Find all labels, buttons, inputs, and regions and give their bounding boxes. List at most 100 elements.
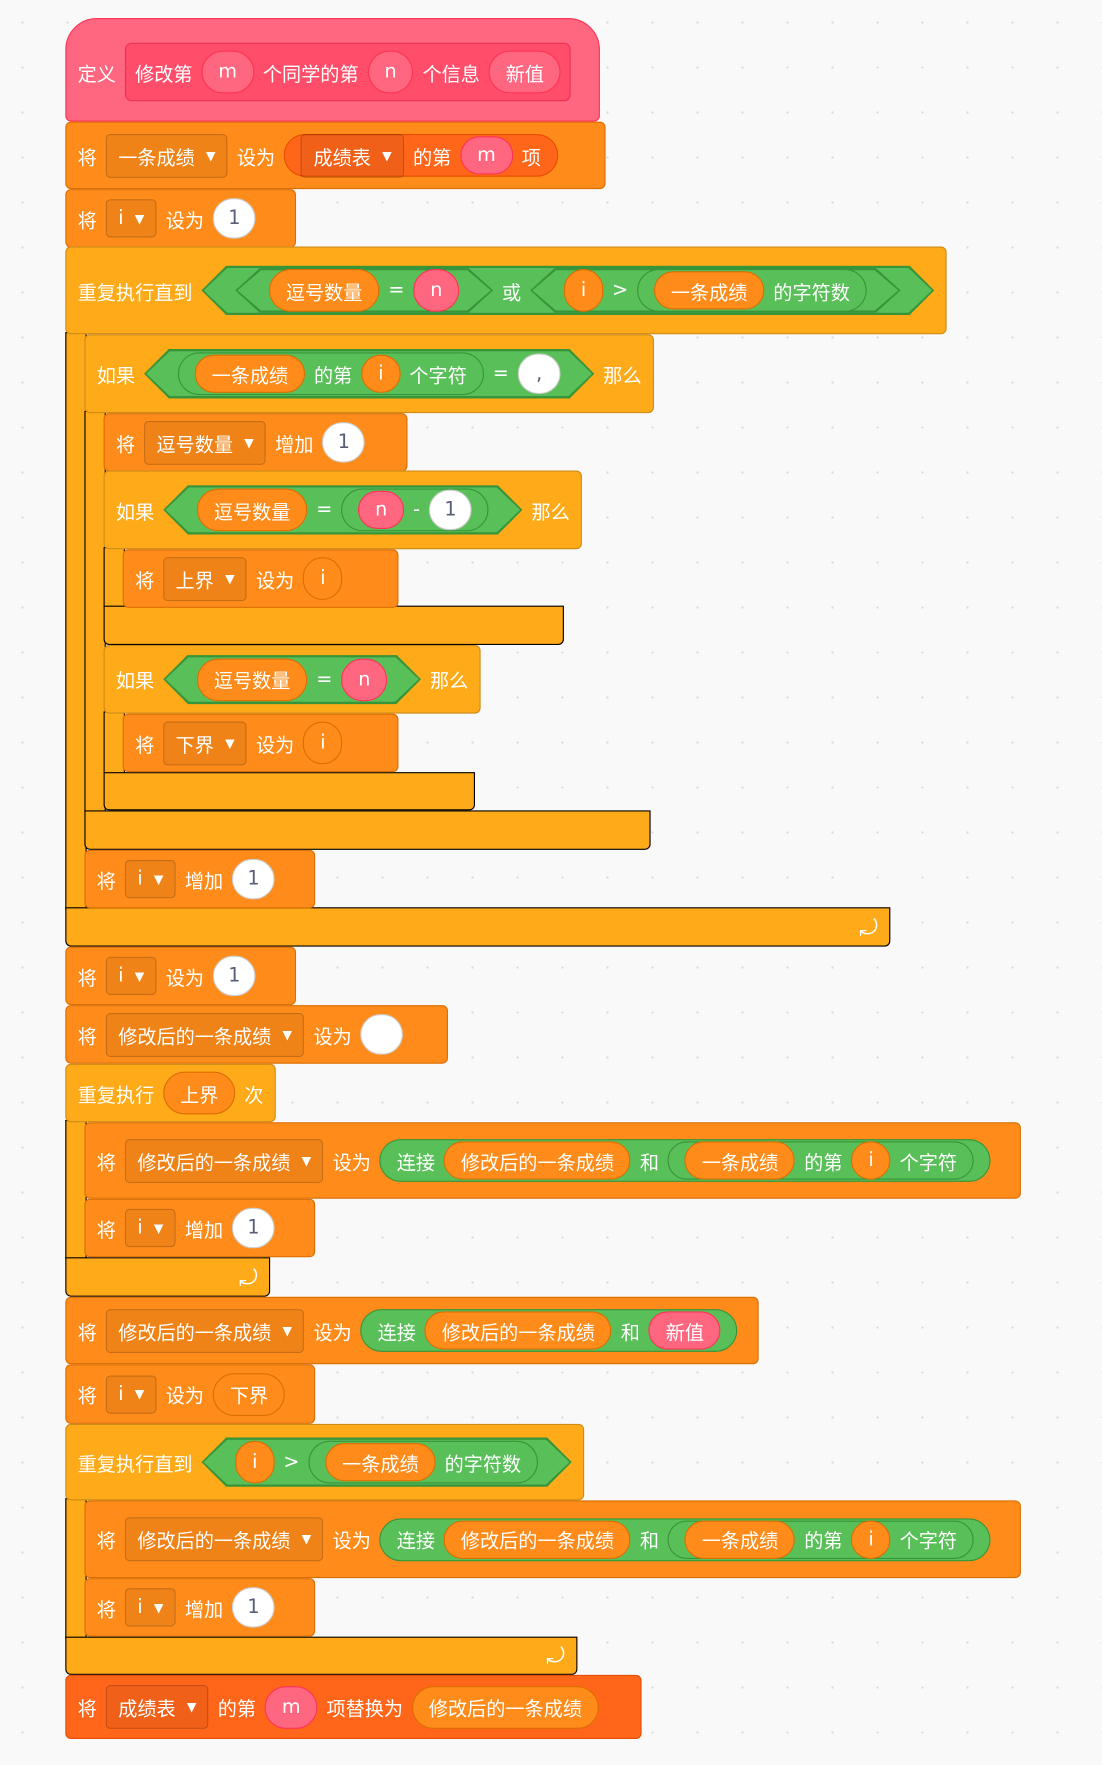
variable-dropdown[interactable]: i▼ [105, 1374, 157, 1414]
repeat-block[interactable]: 重复执行上界次 [65, 1063, 276, 1123]
boolean-operator[interactable]: i>一条成绩的字符数 [530, 268, 900, 313]
text-input[interactable]: 1 [212, 955, 256, 997]
variable-reporter[interactable]: 上界 [163, 1071, 236, 1115]
text-input[interactable]: 1 [429, 490, 472, 531]
text-input[interactable]: 1 [232, 1587, 275, 1628]
variable-reporter[interactable]: i [235, 1441, 274, 1484]
variable-dropdown[interactable]: 修改后的一条成绩▼ [124, 1138, 324, 1183]
text-input[interactable]: 1 [232, 1207, 275, 1249]
variable-reporter[interactable]: i [361, 355, 400, 393]
variable-reporter[interactable]: i [851, 1141, 891, 1180]
argument-reporter[interactable]: m [265, 1685, 318, 1729]
text-input[interactable]: , [518, 353, 561, 394]
variable-reporter[interactable]: i [851, 1520, 891, 1559]
argument-reporter[interactable]: n [341, 658, 387, 701]
dropdown-value: i [137, 1216, 143, 1240]
boolean-operator[interactable]: 逗号数量=n-1 [163, 485, 522, 535]
variable-dropdown[interactable]: 上界▼ [163, 556, 248, 601]
variable-reporter[interactable]: 逗号数量 [197, 489, 307, 532]
variable-dropdown[interactable]: i▼ [124, 1588, 176, 1627]
boolean-operator[interactable]: 逗号数量=n [163, 655, 421, 705]
variable-reporter[interactable]: 修改后的一条成绩 [444, 1520, 631, 1559]
variable-reporter[interactable]: 修改后的一条成绩 [424, 1311, 612, 1350]
variable-reporter[interactable]: i [303, 557, 343, 600]
variable-dropdown[interactable]: 成绩表▼ [301, 133, 405, 178]
variable-reporter[interactable]: 一条成绩 [654, 271, 764, 309]
variable-reporter[interactable]: 一条成绩 [325, 1443, 435, 1481]
text-input[interactable]: 1 [322, 422, 366, 463]
variable-reporter[interactable]: 逗号数量 [269, 269, 379, 312]
argument-reporter[interactable]: n [367, 50, 414, 94]
block-label: 将 [77, 1322, 97, 1345]
loop-arrow-icon: ⤾ [238, 1264, 258, 1292]
block-label: 连接 [377, 1322, 416, 1345]
variable-reporter[interactable]: i [303, 721, 343, 765]
variable-reporter[interactable]: 逗号数量 [197, 658, 307, 701]
operator-reporter[interactable]: 连接修改后的一条成绩和新值 [360, 1309, 738, 1352]
argument-reporter[interactable]: 新值 [648, 1311, 721, 1350]
operator-reporter[interactable]: 一条成绩的字符数 [308, 1441, 538, 1484]
variable-dropdown[interactable]: 成绩表▼ [105, 1685, 209, 1729]
variable-dropdown[interactable]: i▼ [105, 956, 157, 996]
variable-dropdown[interactable]: 一条成绩▼ [105, 133, 228, 178]
text-input[interactable]: 1 [232, 858, 275, 900]
variable-reporter[interactable]: 修改后的一条成绩 [444, 1141, 631, 1180]
operator-reporter[interactable]: 一条成绩的字符数 [637, 269, 867, 312]
variable-dropdown[interactable]: i▼ [124, 1208, 176, 1248]
set-variable-block[interactable]: 将修改后的一条成绩▼设为连接修改后的一条成绩和新值 [65, 1296, 759, 1365]
variable-reporter[interactable]: 一条成绩 [195, 355, 305, 393]
variable-reporter[interactable]: i [564, 269, 603, 312]
operator-reporter[interactable]: n-1 [341, 489, 488, 532]
variable-reporter[interactable]: 一条成绩 [684, 1141, 796, 1180]
variable-reporter[interactable]: 修改后的一条成绩 [412, 1685, 599, 1729]
variable-dropdown[interactable]: 下界▼ [163, 720, 248, 765]
variable-dropdown[interactable]: i▼ [124, 859, 176, 899]
argument-reporter[interactable]: n [358, 491, 404, 529]
variable-dropdown[interactable]: 修改后的一条成绩▼ [124, 1517, 324, 1562]
text-input[interactable]: 1 [212, 198, 256, 239]
variable-dropdown[interactable]: 逗号数量▼ [144, 420, 267, 465]
text-input[interactable] [360, 1014, 404, 1055]
argument-reporter[interactable]: m [201, 50, 254, 94]
variable-dropdown[interactable]: 修改后的一条成绩▼ [105, 1012, 305, 1057]
argument-reporter[interactable]: m [460, 136, 513, 175]
boolean-operator[interactable]: i>一条成绩的字符数 [201, 1437, 571, 1487]
set-variable-block[interactable]: 将修改后的一条成绩▼设为 [65, 1005, 448, 1064]
argument-reporter[interactable]: n [413, 269, 459, 312]
boolean-operator[interactable]: 逗号数量=n [235, 268, 493, 313]
variable-dropdown[interactable]: 修改后的一条成绩▼ [105, 1308, 305, 1353]
argument-reporter[interactable]: 新值 [488, 50, 561, 94]
variable-dropdown[interactable]: i▼ [105, 199, 157, 238]
variable-reporter[interactable]: 一条成绩 [684, 1520, 796, 1559]
variable-reporter[interactable]: 下界 [212, 1372, 286, 1416]
